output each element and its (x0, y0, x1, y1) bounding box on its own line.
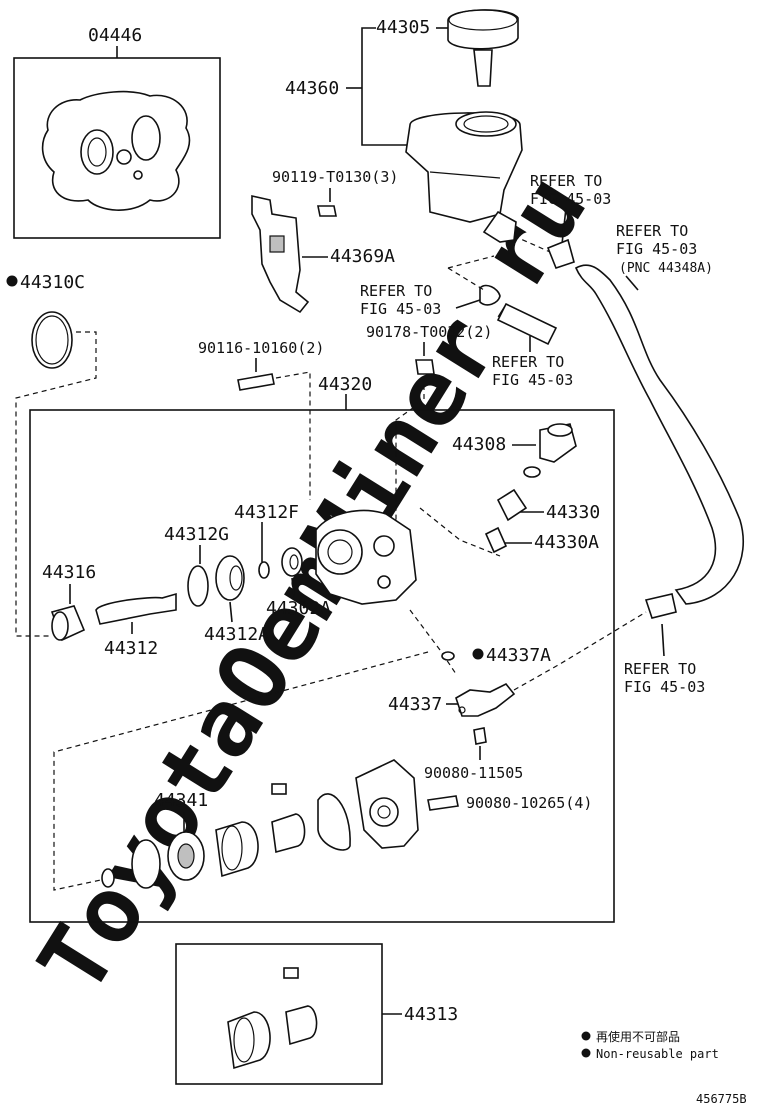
return-hose (574, 264, 745, 605)
refer-group-2: REFER TO FIG 45-03 (PNC 44348A) (574, 222, 745, 619)
label-44312F[interactable]: 44312F (234, 502, 299, 523)
kit-cam-ring (227, 1011, 271, 1070)
label-44312[interactable]: 44312 (104, 638, 158, 659)
non-reusable-marker (6, 275, 18, 287)
label-44313[interactable]: 44313 (404, 1004, 458, 1025)
hose-clamp-2 (644, 593, 677, 619)
stud-90116-group: 90116-10160(2) (198, 339, 324, 500)
refer-group-5: REFER TO FIG 45-03 (624, 623, 705, 696)
refer-label-3-line2[interactable]: FIG 45-03 (360, 300, 441, 318)
reservoir-group: 44305 44360 (285, 9, 523, 243)
gasket-cover (317, 793, 351, 851)
label-44305[interactable]: 44305 (376, 17, 430, 38)
label-90080-10265[interactable]: 90080-10265(4) (466, 794, 592, 812)
shaft-parts-group: 44312F 44312G (164, 502, 303, 607)
refer-label-2-line2[interactable]: FIG 45-03 (616, 240, 697, 258)
legend-bullet-en (581, 1048, 591, 1058)
label-44341[interactable]: 44341 (154, 790, 208, 811)
gasket-kit (41, 90, 191, 211)
legend-text-en: Non-reusable part (596, 1047, 719, 1061)
flow-control-valve (496, 488, 528, 522)
snap-ring-44312G (187, 565, 209, 607)
pump-assembly-group: 44320 (29, 374, 615, 923)
refer-label-5-line1[interactable]: REFER TO (624, 660, 696, 678)
kit-pin (283, 967, 299, 979)
stud-bolt-90116 (237, 373, 275, 391)
small-oring (101, 868, 115, 888)
short-hose (496, 302, 558, 346)
flow-control-group: 44308 44330 44330A (419, 423, 600, 557)
oring-44337A (441, 651, 455, 661)
refer-label-1-line2[interactable]: FIG 45-03 (530, 190, 611, 208)
non-reusable-marker-2 (472, 648, 484, 660)
rotor (271, 813, 306, 854)
union-44337 (455, 682, 516, 717)
reservoir-bracket (251, 195, 310, 314)
refer-group-3: REFER TO FIG 45-03 (360, 255, 558, 346)
figure-id: 456775B (696, 1092, 747, 1106)
kit-44313-box (175, 943, 383, 1085)
label-44330A[interactable]: 44330A (534, 532, 599, 553)
label-90116[interactable]: 90116-10160(2) (198, 339, 324, 357)
refer-group-1: REFER TO FIG 45-03 (513, 172, 611, 269)
bolt-90119 (317, 205, 337, 217)
legend: 再使用不可部品 Non-reusable part (581, 1029, 719, 1061)
label-04446[interactable]: 04446 (88, 25, 142, 46)
large-oring (131, 839, 161, 889)
refer-group-4: REFER TO FIG 45-03 (492, 336, 573, 389)
label-44312A[interactable]: 44312A (204, 624, 269, 645)
pulley-shaft-group: 44316 44312 44312A 44302A (42, 562, 331, 659)
refer-label-3-line1[interactable]: REFER TO (360, 282, 432, 300)
cartridge-group: 44341 90080-10265(4) (101, 759, 592, 889)
reservoir-cap (447, 9, 519, 50)
pump-body-group (315, 509, 417, 605)
label-90080-11505[interactable]: 90080-11505 (424, 764, 523, 782)
gasket-kit-group: 04446 (13, 25, 221, 239)
refer-label-2-line3[interactable]: (PNC 44348A) (619, 261, 713, 276)
gasket-kit-box (13, 57, 221, 239)
label-44310C[interactable]: 44310C (20, 272, 85, 293)
oring-44310C-group: 44310C (6, 272, 97, 637)
label-90178[interactable]: 90178-T0032(2) (366, 323, 492, 341)
refer-label-4-line2[interactable]: FIG 45-03 (492, 371, 573, 389)
label-44302A[interactable]: 44302A (266, 598, 331, 619)
label-44337A[interactable]: 44337A (486, 645, 551, 666)
legend-bullet-jp (581, 1031, 591, 1041)
hose-clamp-1 (546, 238, 575, 269)
label-44369A[interactable]: 44369A (330, 246, 395, 267)
pump-assembly-box (29, 409, 615, 923)
union-group: 44337A 44337 90080-11505 (388, 609, 647, 782)
label-44337[interactable]: 44337 (388, 694, 442, 715)
cam-ring (215, 821, 259, 878)
refer-label-4-line1[interactable]: REFER TO (492, 353, 564, 371)
oil-seal-44302A (281, 547, 303, 577)
refer-label-2-line1[interactable]: REFER TO (616, 222, 688, 240)
refer-label-5-line2[interactable]: FIG 45-03 (624, 678, 705, 696)
label-90119[interactable]: 90119-T0130(3) (272, 168, 398, 186)
refer-label-1-line1[interactable]: REFER TO (530, 172, 602, 190)
bolt-90080-11505 (473, 727, 487, 745)
snap-ring-44312F (258, 561, 270, 579)
label-44308[interactable]: 44308 (452, 434, 506, 455)
bolt-90080-10265 (427, 795, 459, 811)
label-44320[interactable]: 44320 (318, 374, 372, 395)
kit-rotor (285, 1005, 318, 1046)
kit-44313-group: 44313 (175, 943, 458, 1085)
oring-44310C (31, 311, 73, 369)
flow-control-spring (484, 526, 508, 554)
hose-clamp-3 (479, 284, 501, 306)
nut-90178-group: 90178-T0032(2) (366, 323, 492, 520)
legend-text-jp: 再使用不可部品 (596, 1029, 680, 1044)
label-44316[interactable]: 44316 (42, 562, 96, 583)
bracket-group: 90119-T0130(3) 44369A (251, 168, 398, 314)
pin (271, 783, 287, 795)
label-44360[interactable]: 44360 (285, 78, 339, 99)
label-44312G[interactable]: 44312G (164, 524, 229, 545)
shaft-44312 (95, 592, 177, 625)
nut-90178 (415, 359, 435, 375)
label-44330[interactable]: 44330 (546, 502, 600, 523)
